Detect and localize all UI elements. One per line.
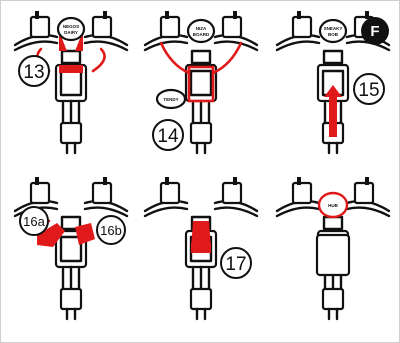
section-letter: F	[370, 23, 379, 40]
panel-step-14: NIZA BOARD TENDY	[143, 9, 259, 155]
step-number: 17	[225, 254, 246, 275]
blob-label-line-2: BOB	[328, 32, 339, 37]
panel-final: HUB	[275, 175, 391, 321]
step-badge-14: 14	[152, 119, 184, 151]
step-number: 16a	[23, 214, 45, 229]
panel-step-15: SNEAKY BOB	[275, 9, 391, 155]
blob-label-line-1: NEGOS	[63, 24, 79, 29]
step-badge-16a: 16a	[19, 206, 49, 236]
side-callout-label: TENDY	[163, 97, 178, 102]
blob-label-line-1: NIZA	[196, 26, 207, 31]
step-badge-13: 13	[18, 55, 50, 87]
panel-step-17	[143, 175, 259, 321]
step-badge-17: 17	[220, 247, 252, 279]
step-number: 13	[23, 62, 44, 83]
blob-label-line-1: SNEAKY	[324, 26, 343, 31]
panel-step-13: NEGOS DAIRY	[13, 9, 129, 155]
step-number: 14	[157, 126, 179, 147]
section-badge: F	[361, 17, 389, 45]
step-number: 16b	[100, 223, 122, 238]
step-badge-15: 15	[353, 73, 385, 105]
blob-label-line-1: HUB	[328, 203, 338, 208]
step-badge-16b: 16b	[96, 215, 126, 245]
blob-label-line-2: DAIRY	[64, 30, 78, 35]
step-number: 15	[358, 80, 379, 101]
blob-label-line-2: BOARD	[193, 32, 210, 37]
panel-step-16	[13, 175, 129, 321]
